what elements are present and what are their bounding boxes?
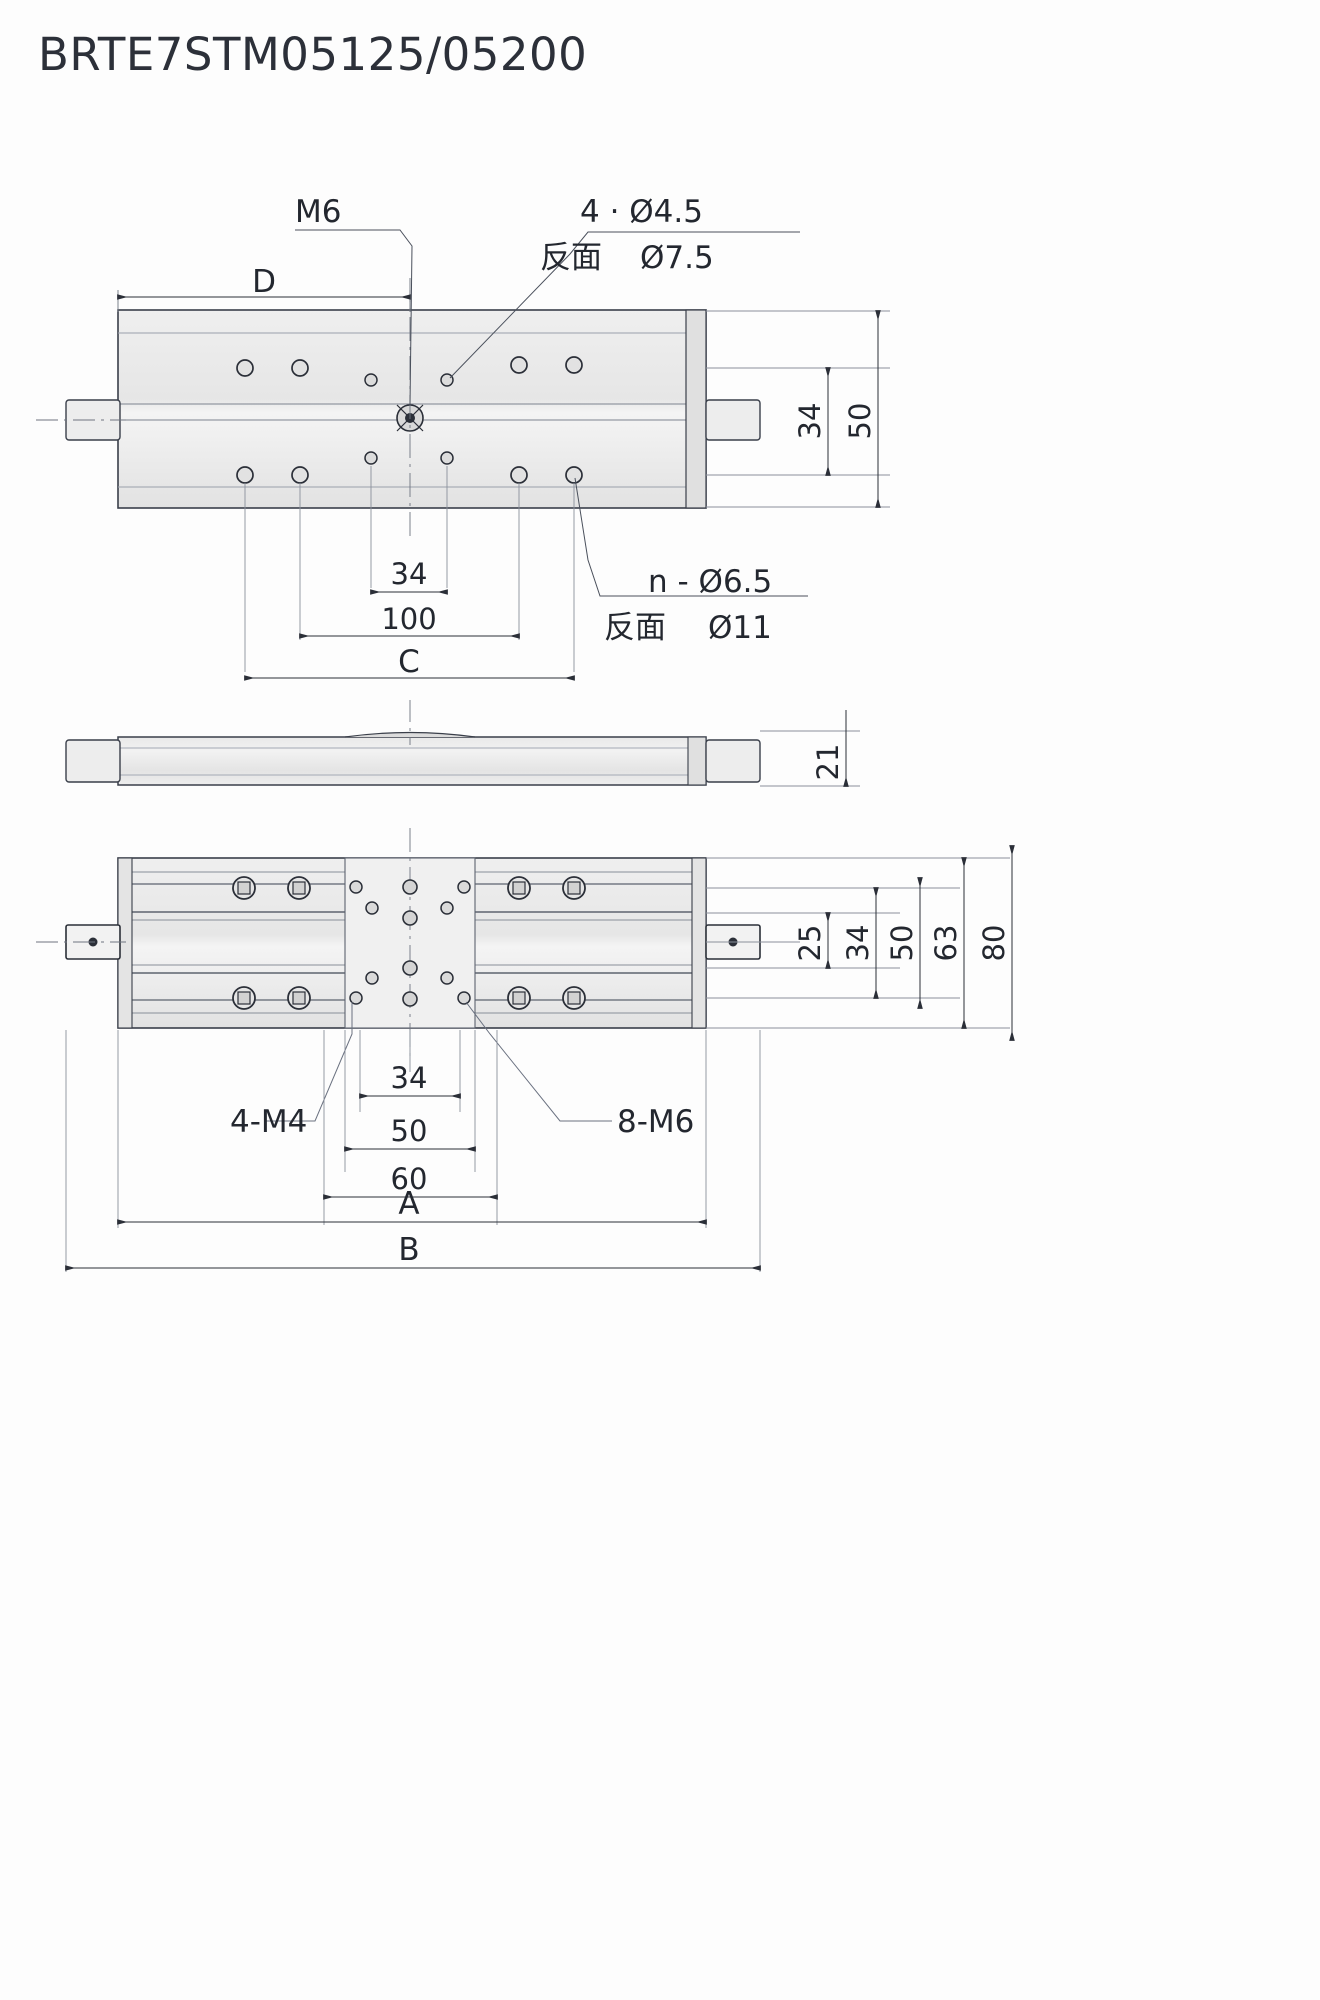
dim-label-100: 100 [381,602,436,636]
dim-label-A: A [398,1186,419,1222]
callout-hole-4-d45-line2-value: Ø7.5 [640,240,714,276]
top-view-body [36,278,761,540]
bottom-view-body [36,828,761,1060]
page-title: BRTE7STM05125/05200 [38,28,588,81]
dim-label-50-vert: 50 [885,925,919,962]
leader-4-m4 [265,1002,353,1122]
dim-label-B: B [398,1232,419,1268]
leader-m6 [295,229,413,406]
dim-label-25-vert: 25 [793,925,827,962]
dim-D [117,290,411,312]
dim-label-34-bottom: 34 [391,1061,428,1095]
leader-hole-4-d45 [449,231,800,379]
dim-label-34-top-vert: 34 [793,403,827,440]
dim-label-21: 21 [811,744,845,781]
side-view-body [65,700,761,786]
callout-hole-4-d45-line1: 4 · Ø4.5 [580,194,703,230]
dim-vert-top-view [706,310,890,508]
callout-hole-n-d65-line2-value: Ø11 [708,610,772,646]
dim-label-34-top: 34 [391,557,428,591]
dim-label-34-vert: 34 [841,925,875,962]
dim-21 [760,710,860,787]
callout-hole-n-d65-reverse-side: 反面 [604,610,666,646]
dim-label-D: D [252,264,276,300]
dim-label-C: C [398,644,420,680]
dim-label-63-vert: 63 [929,925,963,962]
dim-label-60-bottom: 60 [391,1162,428,1196]
callout-8-m6-label: 8-M6 [617,1104,694,1140]
dim-label-50-bottom: 50 [391,1114,428,1148]
callout-hole-n-d65-line1: n - Ø6.5 [648,564,772,600]
dim-label-80-vert: 80 [977,925,1011,962]
leader-hole-n-d65 [574,477,808,597]
callout-hole-4-d45-reverse-side: 反面 [540,240,602,276]
callout-m6-label: M6 [295,194,341,230]
callout-4-m4-label: 4-M4 [230,1104,307,1140]
dim-label-50-top-vert: 50 [843,403,877,440]
leader-8-m6 [465,1001,612,1122]
